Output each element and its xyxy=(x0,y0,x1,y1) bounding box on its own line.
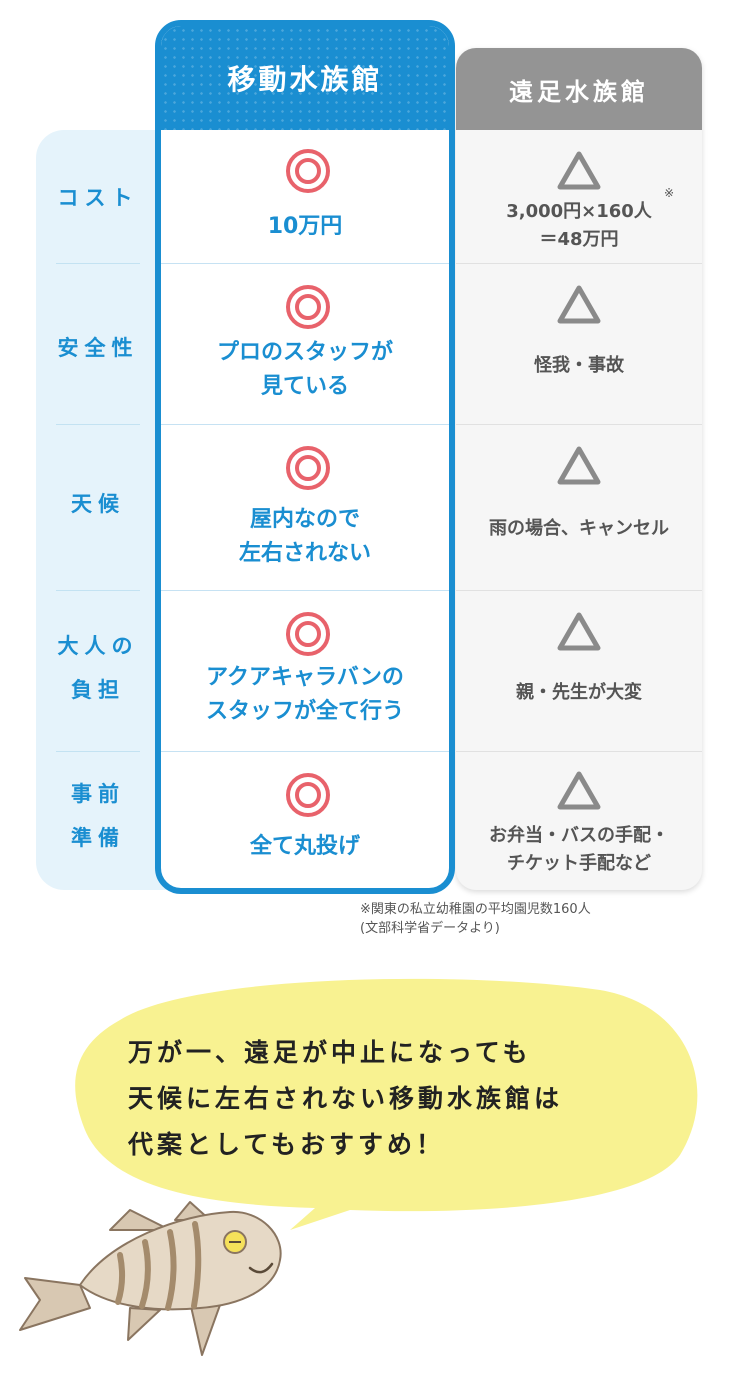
row-divider xyxy=(456,424,702,425)
row-divider xyxy=(161,751,449,752)
row-label-preparation: 事前 準備 xyxy=(71,782,125,850)
row-divider xyxy=(161,263,449,264)
label-divider xyxy=(56,590,140,591)
field-trip-burden-text: 親・先生が大変 xyxy=(516,682,642,703)
triangle-icon xyxy=(557,446,601,485)
row-label-adult-burden: 大人の 負担 xyxy=(57,634,139,702)
mobile-cell-burden: アクアキャラバンの スタッフが全て行う xyxy=(161,591,449,751)
label-divider xyxy=(56,424,140,425)
field-trip-cost-text: 3,000円×160人 ＝48万円 xyxy=(506,201,652,250)
mobile-cell-safety: プロのスタッフが 見ている xyxy=(161,264,449,424)
shark-mascot-icon xyxy=(19,1201,282,1356)
mobile-aquarium-column: 移動水族館 10万円 プロのスタッフが 見ている 屋内なので 左右されない アク… xyxy=(155,20,455,894)
mobile-cell-cost: 10万円 xyxy=(161,130,449,263)
mobile-cell-preparation: 全て丸投げ xyxy=(161,752,449,882)
row-label-weather: 天候 xyxy=(71,492,125,516)
mobile-weather-text: 屋内なので 左右されない xyxy=(238,507,371,566)
double-circle-icon xyxy=(286,446,330,490)
triangle-icon xyxy=(557,771,601,810)
double-circle-icon xyxy=(286,149,330,193)
double-circle-icon xyxy=(286,612,330,656)
field-trip-cell-weather: 雨の場合、キャンセル xyxy=(456,425,702,590)
row-divider xyxy=(456,751,702,752)
speech-line-3: 代案としてもおすすめ！ xyxy=(128,1130,446,1159)
field-trip-cell-preparation: お弁当・バスの手配・ チケット手配など xyxy=(456,752,702,890)
row-label-cost: コスト xyxy=(57,186,139,210)
triangle-icon xyxy=(557,612,601,651)
speech-line-1: 万が一、遠足が中止になっても xyxy=(128,1038,532,1067)
row-label-safety: 安全性 xyxy=(57,336,139,360)
field-trip-cell-cost: 3,000円×160人 ＝48万円 xyxy=(456,130,702,263)
field-trip-weather-text: 雨の場合、キャンセル xyxy=(489,518,669,539)
mobile-aquarium-header: 移動水族館 xyxy=(161,26,449,130)
row-divider xyxy=(456,590,702,591)
cost-note-mark: ※ xyxy=(664,186,675,200)
double-circle-icon xyxy=(286,773,330,817)
speech-line-2: 天候に左右されない移動水族館は xyxy=(128,1084,564,1113)
label-divider xyxy=(56,751,140,752)
row-divider xyxy=(456,263,702,264)
mobile-burden-text: アクアキャラバンの スタッフが全て行う xyxy=(205,665,404,724)
mobile-cell-weather: 屋内なので 左右されない xyxy=(161,425,449,590)
field-trip-header: 遠足水族館 xyxy=(456,48,702,130)
triangle-icon xyxy=(557,285,601,324)
field-trip-cell-safety: 怪我・事故 xyxy=(456,264,702,424)
footnote: ※関東の私立幼稚園の平均園児数160人 (文部科学省データより) xyxy=(360,902,591,936)
field-trip-safety-text: 怪我・事故 xyxy=(534,355,624,376)
triangle-icon xyxy=(557,151,601,190)
field-trip-preparation-text: お弁当・バスの手配・ チケット手配など xyxy=(489,825,669,874)
speech-bubble xyxy=(75,978,698,1230)
speech-bubble-text: 万が一、遠足が中止になっても 天候に左右されない移動水族館は 代案としてもおすす… xyxy=(128,1030,688,1168)
row-divider xyxy=(161,590,449,591)
field-trip-cell-burden: 親・先生が大変 xyxy=(456,591,702,751)
field-trip-column: 遠足水族館 3,000円×160人 ＝48万円 怪我・事故 雨の場合、キャンセル… xyxy=(456,48,702,890)
label-divider xyxy=(56,263,140,264)
mobile-safety-text: プロのスタッフが 見ている xyxy=(216,340,393,399)
double-circle-icon xyxy=(286,285,330,329)
mobile-cost-text: 10万円 xyxy=(267,214,343,239)
row-divider xyxy=(161,424,449,425)
mobile-preparation-text: 全て丸投げ xyxy=(249,834,360,859)
